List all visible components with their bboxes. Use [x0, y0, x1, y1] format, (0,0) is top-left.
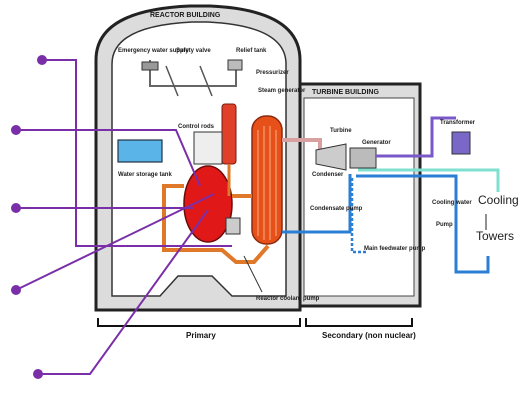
- top-label-2: Safety valve: [176, 48, 211, 54]
- cooling-water-label: Cooling water: [432, 200, 472, 206]
- reactor-coolant-pump: [226, 218, 240, 234]
- cooling-towers-label-1: Cooling: [478, 193, 519, 207]
- condenser-label: Condenser: [312, 172, 344, 178]
- callout-2[interactable]: [11, 125, 21, 135]
- callout-4[interactable]: [11, 285, 21, 295]
- secondary-bracket: [306, 318, 412, 326]
- pressurizer: [222, 104, 236, 164]
- condensate-pump-label: Condensate pump: [310, 206, 363, 212]
- transformer-label: Transformer: [440, 120, 476, 126]
- pressurizer-label: Pressurizer: [256, 70, 289, 76]
- water-tank-label: Water storage tank: [118, 172, 172, 178]
- transformer: [452, 132, 470, 154]
- turbine-building-inner: [304, 98, 414, 296]
- water-tank: [118, 140, 162, 162]
- callout-3[interactable]: [11, 203, 21, 213]
- reactor-building-label: REACTOR BUILDING: [150, 12, 221, 19]
- generator: [350, 148, 376, 168]
- generator-label: Generator: [362, 140, 391, 146]
- control-rods-label: Control rods: [178, 124, 215, 130]
- turbine-label: Turbine: [330, 128, 352, 134]
- callout-1[interactable]: [37, 55, 47, 65]
- steam-generator: [252, 116, 282, 244]
- feed-pump-label: Main feedwater pump: [364, 246, 426, 252]
- top-valve-block: [142, 62, 158, 70]
- control-rod-drive: [194, 132, 222, 164]
- turbine-building-label: TURBINE BUILDING: [312, 89, 379, 96]
- cooling-towers-label-2: Towers: [476, 229, 514, 243]
- top-label-3: Relief tank: [236, 48, 267, 54]
- reactor-coolant-pump-label: Reactor coolant pump: [256, 296, 320, 302]
- callout-5[interactable]: [33, 369, 43, 379]
- top-valve-block-2: [228, 60, 242, 70]
- secondary-label: Secondary (non nuclear): [322, 331, 416, 340]
- steam-generator-label: Steam generator: [258, 88, 306, 94]
- pump-label: Pump: [436, 222, 453, 228]
- primary-label: Primary: [186, 331, 216, 340]
